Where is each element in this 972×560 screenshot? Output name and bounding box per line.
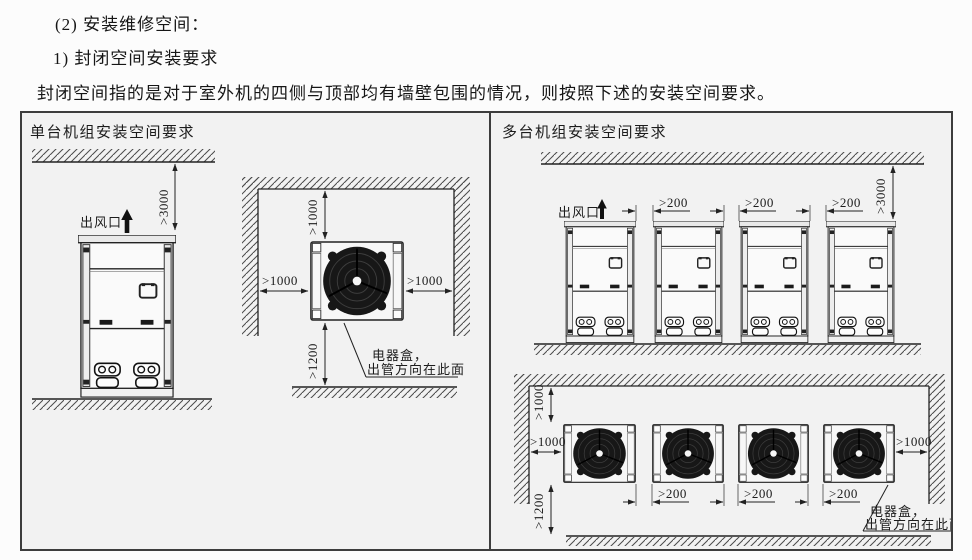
outdoor-unit-front xyxy=(653,221,724,344)
dim-rear-clearance: >1000 xyxy=(305,190,328,240)
svg-text:电器盒，: 电器盒， xyxy=(870,504,926,519)
doc-subheading: 1) 封闭空间安装要求 xyxy=(53,49,219,68)
dim-top-clearance: >3000 xyxy=(156,163,178,231)
svg-text:>1200: >1200 xyxy=(305,343,320,379)
svg-text:>1000: >1000 xyxy=(530,434,566,449)
single-top-view: >1000 >1000 >1000 >1200 电器盒， xyxy=(242,177,470,398)
ground xyxy=(534,343,921,355)
dim-unit-gap-1: >200 xyxy=(622,195,690,221)
surrounding-walls xyxy=(242,177,470,336)
outdoor-unit-top xyxy=(738,424,809,483)
installation-diagram: 单台机组安装空间要求 >3000 出风口 xyxy=(30,113,962,549)
doc-paragraph: 封闭空间指的是对于室外机的四侧与顶部均有墙壁包围的情况，则按照下述的安装空间要求… xyxy=(37,84,775,103)
svg-text:>1000: >1000 xyxy=(262,273,298,288)
svg-text:>1000: >1000 xyxy=(531,384,546,420)
dim-front-clearance: >1200 xyxy=(305,322,328,386)
svg-text:>3000: >3000 xyxy=(873,178,888,214)
dim-unit-gap-3: >200 xyxy=(796,195,863,221)
outdoor-unit-top xyxy=(310,241,404,321)
dim-left-clearance: >1000 xyxy=(259,273,309,294)
dim-unit-gap-2: >200 xyxy=(710,484,775,506)
svg-text:>200: >200 xyxy=(745,195,774,210)
ceiling-wall xyxy=(541,152,924,165)
ground xyxy=(32,398,212,410)
dim-front-clearance: >1200 xyxy=(531,484,554,535)
svg-text:出管方向在此面: 出管方向在此面 xyxy=(865,517,951,532)
dim-unit-gap-1: >200 xyxy=(623,484,689,506)
dim-left-clearance: >1000 xyxy=(530,434,566,455)
dim-right-clearance: >1000 xyxy=(895,434,932,455)
svg-text:>200: >200 xyxy=(658,486,687,501)
multi-front-view: >3000 出风口 >200 >200 xyxy=(534,152,924,355)
single-unit-panel: 单台机组安装空间要求 >3000 出风口 xyxy=(30,124,470,410)
outdoor-unit-front xyxy=(826,221,896,344)
svg-text:>200: >200 xyxy=(659,195,688,210)
svg-text:>200: >200 xyxy=(832,195,861,210)
dim-right-clearance: >1000 xyxy=(405,273,453,294)
front-wall xyxy=(566,535,931,546)
outdoor-unit-top xyxy=(563,424,636,483)
front-wall xyxy=(292,386,457,398)
doc-heading: (2) 安装维修空间： xyxy=(55,15,210,34)
outdoor-unit-top xyxy=(652,424,724,483)
electrical-box-callout: 电器盒， 出管方向在此面 xyxy=(343,322,465,378)
air-outlet-label: 出风口 xyxy=(558,205,600,220)
airflow-up-arrow-icon xyxy=(597,199,607,219)
dim-unit-gap-2: >200 xyxy=(710,195,776,221)
single-front-view: >3000 出风口 xyxy=(32,149,215,410)
svg-text:>3000: >3000 xyxy=(156,189,171,225)
electrical-box-callout: 电器盒， 出管方向在此面 xyxy=(862,484,962,532)
svg-text:电器盒，: 电器盒， xyxy=(372,348,428,363)
single-panel-title: 单台机组安装空间要求 xyxy=(30,124,195,141)
dim-top-clearance: >3000 xyxy=(873,165,896,220)
multi-unit-panel: 多台机组安装空间要求 >3000 出风口 >200 xyxy=(502,124,962,546)
svg-text:>1000: >1000 xyxy=(305,199,320,235)
svg-text:>1000: >1000 xyxy=(407,273,443,288)
multi-top-view: >1000 >1000 >1000 >1200 >200 xyxy=(514,374,962,546)
outdoor-unit-front xyxy=(78,235,176,399)
svg-text:>1000: >1000 xyxy=(896,434,932,449)
installation-diagram-box: 单台机组安装空间要求 >3000 出风口 xyxy=(20,111,962,551)
svg-text:>200: >200 xyxy=(829,486,858,501)
airflow-up-arrow-icon xyxy=(121,209,133,233)
svg-text:出管方向在此面: 出管方向在此面 xyxy=(367,362,465,377)
air-outlet-label: 出风口 xyxy=(80,215,122,230)
outdoor-unit-top xyxy=(823,424,895,483)
outdoor-unit-front xyxy=(564,221,636,344)
svg-text:>200: >200 xyxy=(744,486,773,501)
surrounding-walls xyxy=(514,374,945,504)
outdoor-unit-front xyxy=(739,221,810,344)
ceiling-wall xyxy=(32,149,215,163)
multi-panel-title: 多台机组安装空间要求 xyxy=(502,124,667,141)
dim-unit-gap-3: >200 xyxy=(795,484,860,506)
svg-text:>1200: >1200 xyxy=(531,493,546,529)
dim-rear-clearance: >1000 xyxy=(531,384,554,423)
